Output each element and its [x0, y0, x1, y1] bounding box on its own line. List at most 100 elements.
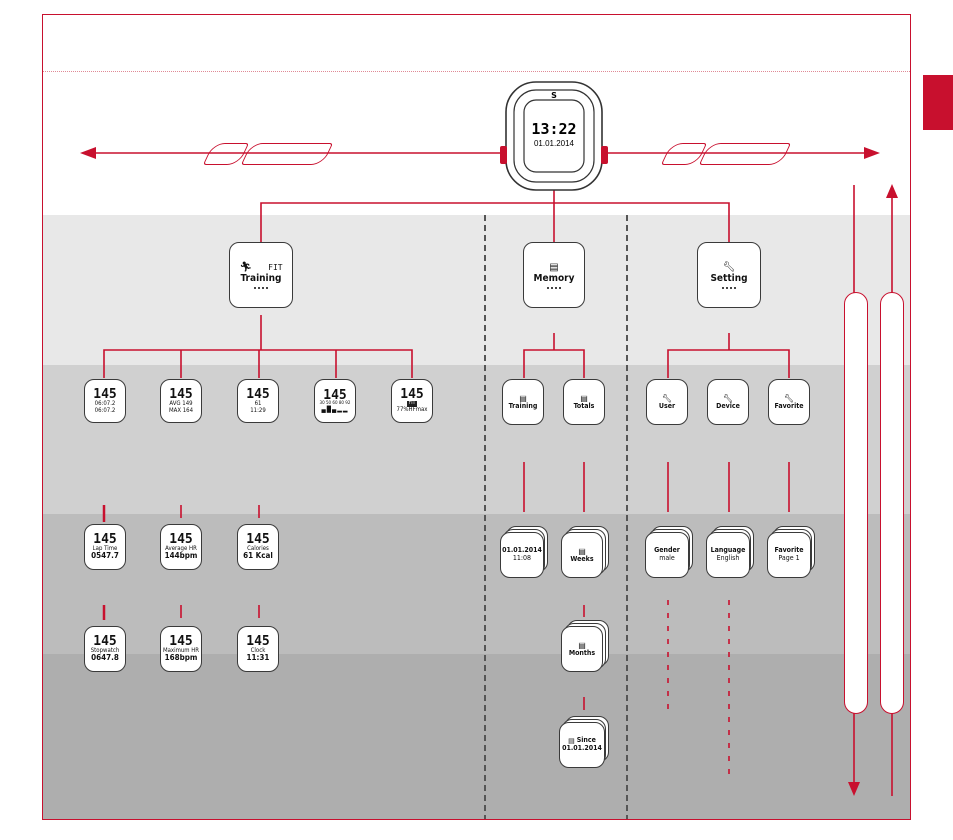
screen-value: 0547.7 [91, 551, 119, 561]
training-detail-screen: 145 Clock 11:31 [237, 626, 279, 672]
menu-setting-label: Setting [710, 272, 748, 284]
band-level-3 [43, 654, 910, 819]
memory-training-entry-stack: 01.01.2014 11:08 [500, 526, 550, 578]
training-screen: 145 06:07.2 06:07.2 [84, 379, 126, 423]
training-detail-screen: 145 Average HR 144bpm [160, 524, 202, 570]
arrow-right-head [864, 147, 880, 159]
screen-line: AVG 149 [169, 399, 193, 407]
setting-detail-name: Favorite [774, 546, 804, 555]
screen-line: 61 [254, 399, 262, 407]
memory-months-stack: ▤ Months [561, 620, 609, 672]
entry-time: 11:08 [512, 554, 532, 562]
arrow-left-head [80, 147, 96, 159]
since-label: Since [576, 736, 596, 745]
button-pill-right-large [698, 143, 792, 165]
fit-badge: FIT [268, 262, 283, 272]
wrench-icon: 🔧︎ [722, 261, 736, 273]
wrench-icon: 🔧︎ [661, 393, 673, 403]
scroll-up-bar [880, 292, 904, 714]
memory-item-label: Totals [573, 401, 595, 410]
screen-hr: 145 [169, 531, 193, 547]
document-icon: ▤ [549, 261, 559, 273]
setting-favorite-stack: Favorite Page 1 [767, 526, 817, 578]
setting-detail: Language English [706, 532, 750, 578]
screen-hr: 145 [169, 386, 193, 402]
screen-value: 61 Kcal [243, 551, 273, 561]
runner-icon: 🏃︎ [239, 261, 253, 273]
memory-item-label: Training [508, 401, 538, 410]
setting-item: 🔧︎ User [646, 379, 688, 425]
training-detail-screen: 145 Calories 61 Kcal [237, 524, 279, 570]
training-screen: 145 FIT 77%HFmax [391, 379, 433, 423]
band-menu [43, 215, 910, 365]
arrow-down-head [848, 782, 860, 796]
screen-hr: 145 [323, 387, 347, 403]
screen-line: MAX 164 [168, 406, 194, 414]
screen-hr: 145 [246, 633, 270, 649]
wrench-icon: 🔧︎ [783, 393, 795, 403]
memory-since: ▤ Since 01.01.2014 [559, 722, 605, 768]
setting-detail-value: male [659, 554, 675, 562]
menu-memory: ▤ Memory [523, 242, 585, 308]
watch-device: S 13:22 01.01.2014 [500, 80, 608, 192]
memory-weeks-stack: ▤ Weeks [561, 526, 609, 578]
setting-language-stack: Language English [706, 526, 756, 578]
screen-line: 77%HFmax [396, 405, 428, 413]
months-label: Months [568, 648, 596, 657]
header-divider [43, 71, 910, 72]
hero-time: 13:22 [531, 120, 577, 138]
screen-hr: 145 [400, 387, 424, 403]
setting-detail-name: Gender [654, 546, 680, 555]
screen-hr: 145 [93, 633, 117, 649]
arrow-up-head [886, 184, 898, 198]
screen-line: 06:07.2 [94, 406, 116, 414]
setting-item-label: Device [716, 401, 740, 410]
screen-hr: 145 [93, 531, 117, 547]
wrench-icon: 🔧︎ [722, 393, 734, 403]
screen-label: Average HR [165, 544, 197, 552]
memory-training-entry: 01.01.2014 11:08 [500, 532, 544, 578]
scroll-down-bar [844, 292, 868, 714]
screen-value: 168bpm [164, 653, 198, 663]
setting-detail-name: Language [710, 546, 746, 555]
document-icon: ▤ [578, 546, 586, 556]
memory-weeks: ▤ Weeks [561, 532, 603, 578]
section-tab [923, 75, 953, 130]
training-detail-screen: 145 Maximum HR 168bpm [160, 626, 202, 672]
screen-hr: 145 [246, 531, 270, 547]
screen-value: 0647.8 [91, 653, 119, 663]
setting-detail: Favorite Page 1 [767, 532, 811, 578]
weeks-label: Weeks [570, 554, 594, 563]
watch-outline-icon: S [500, 81, 608, 191]
setting-item-label: User [658, 401, 676, 410]
training-screen: 145 61 11:29 [237, 379, 279, 423]
screen-value: 144bpm [164, 551, 198, 561]
screen-value: 11:31 [246, 653, 270, 663]
setting-item-label: Favorite [774, 401, 804, 410]
setting-item: 🔧︎ Device [707, 379, 749, 425]
menu-setting: 🔧︎ Setting [697, 242, 761, 308]
memory-since-stack: ▤ Since 01.01.2014 [559, 716, 611, 770]
memory-item: ▤ Totals [563, 379, 605, 425]
screen-line: 11:29 [250, 406, 266, 414]
svg-text:S: S [551, 91, 557, 100]
setting-item: 🔧︎ Favorite [768, 379, 810, 425]
training-detail-screen: 145 Stopwatch 0647.8 [84, 626, 126, 672]
screen-line: 30 50 60 80 92 [319, 400, 351, 406]
menu-training: 🏃︎ FIT Training [229, 242, 293, 308]
screen-line: FIT [406, 400, 418, 407]
document-icon: ▤ [519, 393, 527, 403]
screen-hr: 145 [246, 386, 270, 402]
memory-months: ▤ Months [561, 626, 603, 672]
setting-detail-value: Page 1 [778, 554, 800, 562]
screen-hr: 145 [93, 386, 117, 402]
zone-bars-icon: ▄█▄▂▂ [321, 407, 349, 414]
setting-gender-stack: Gender male [645, 526, 695, 578]
screen-label: Clock [250, 646, 266, 654]
screen-label: Maximum HR [162, 646, 200, 654]
button-pill-left-large [240, 143, 334, 165]
since-date: 01.01.2014 [562, 744, 602, 753]
column-divider-left [484, 215, 486, 819]
memory-item: ▤ Training [502, 379, 544, 425]
